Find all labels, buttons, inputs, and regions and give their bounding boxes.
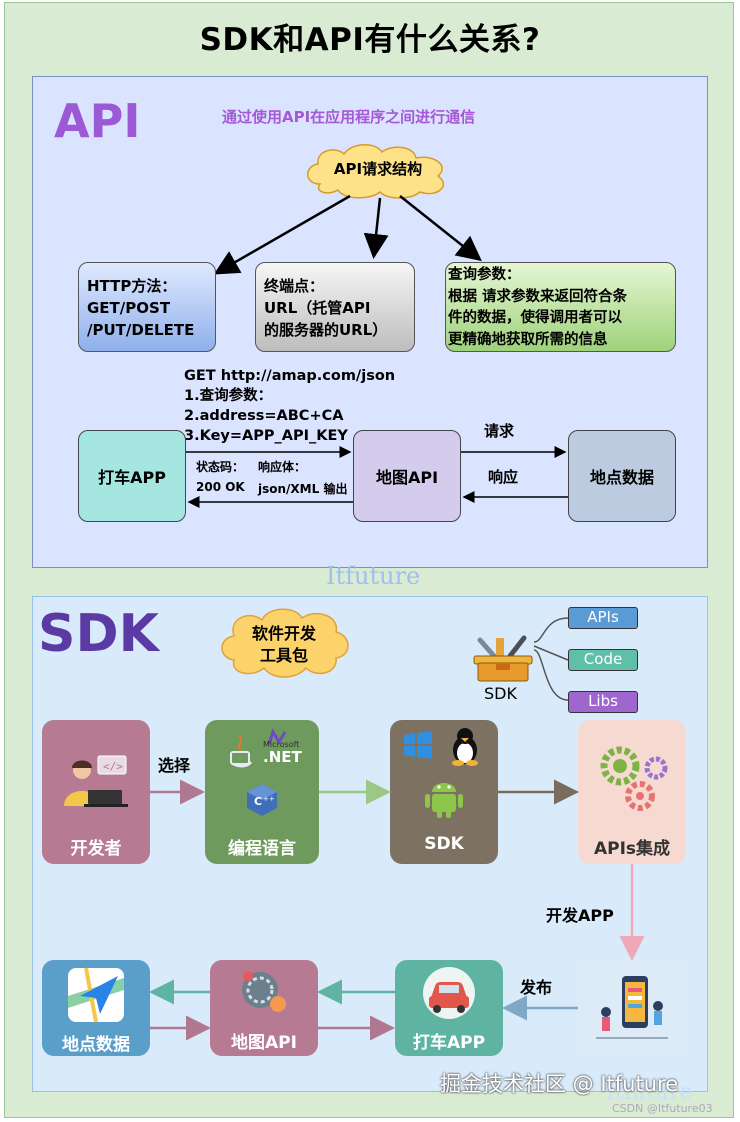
sdk-card-label: SDK bbox=[424, 834, 464, 854]
api-heading: API bbox=[54, 94, 141, 148]
map-navigation-icon bbox=[68, 967, 124, 1023]
apis-integration-card: APIs集成 bbox=[578, 720, 686, 864]
api-arrows bbox=[186, 194, 568, 508]
query-params-box: 查询参数： 根据 请求参数来返回符合条 件的数据，使得调用者可以 更精确地获取所… bbox=[445, 262, 676, 352]
get-line-2: 1.查询参数： bbox=[184, 388, 273, 404]
juejin-credit: 掘金技术社区 @ Itfuture bbox=[440, 1072, 679, 1096]
get-line-4: 3.Key=APP_API_KEY bbox=[184, 428, 348, 444]
http-method-box: HTTP方法： GET/POST /PUT/DELETE bbox=[78, 262, 216, 352]
svg-text:++: ++ bbox=[263, 795, 275, 803]
car-icon bbox=[423, 967, 475, 1019]
linux-icon bbox=[452, 728, 478, 766]
csdn-credit: CSDN @Itfuture03 bbox=[612, 1102, 713, 1115]
tag-libs: Libs bbox=[568, 691, 638, 713]
http-line-2: GET/POST bbox=[87, 299, 171, 317]
phone-development-icon bbox=[596, 976, 668, 1039]
sdk-cloud bbox=[221, 608, 349, 678]
language-card: Microsoft .NET C ++ 编程语言 bbox=[205, 720, 319, 864]
develop-app-label: 开发APP bbox=[546, 906, 614, 925]
developer-icon: </> bbox=[64, 755, 128, 807]
request-structure-cloud bbox=[307, 144, 445, 199]
cloud-line-1: 软件开发 bbox=[251, 624, 316, 643]
request-label: 请求 bbox=[484, 422, 515, 440]
publish-label: 发布 bbox=[520, 978, 553, 997]
map-api-card: 地图API bbox=[210, 960, 318, 1056]
tag-apis: APIs bbox=[568, 607, 638, 629]
body-value: json/XML 输出 bbox=[258, 482, 348, 496]
android-icon bbox=[425, 783, 463, 818]
response-label: 响应 bbox=[488, 468, 519, 486]
gear-cluster-icon bbox=[242, 971, 286, 1012]
gears-icon bbox=[600, 746, 668, 811]
response-body-label: 响应体： bbox=[258, 460, 307, 474]
phone-dev-card bbox=[578, 960, 686, 1056]
cpp-icon: C ++ bbox=[247, 784, 277, 816]
toolbox-icon bbox=[473, 635, 533, 682]
apis-integration-label: APIs集成 bbox=[593, 839, 671, 859]
dotnet-main-label: .NET bbox=[263, 748, 302, 766]
request-structure-label: API请求结构 bbox=[333, 160, 423, 178]
taxi-app-card-label: 打车APP bbox=[412, 1033, 486, 1053]
place-data-label: 地点数据 bbox=[62, 1035, 130, 1055]
developer-card: </> 开发者 bbox=[42, 720, 150, 864]
endpoint-line-1: 终端点： bbox=[264, 277, 325, 295]
tag-code: Code bbox=[568, 649, 638, 671]
endpoint-line-3: 的服务器的URL） bbox=[264, 321, 388, 339]
taxi-app-card: 打车APP bbox=[395, 960, 503, 1056]
query-line-3: 件的数据，使得调用者可以 bbox=[448, 310, 622, 326]
taxi-app-node: 打车APP bbox=[78, 430, 186, 522]
map-api-card-label: 地图API bbox=[231, 1033, 297, 1053]
status-code-label: 状态码： bbox=[196, 460, 245, 474]
svg-text:C: C bbox=[254, 795, 262, 808]
watermark: Itfuture bbox=[326, 562, 421, 590]
choose-label: 选择 bbox=[158, 756, 191, 775]
api-subtitle: 通过使用API在应用程序之间进行通信 bbox=[222, 108, 476, 126]
dotnet-top-label: Microsoft bbox=[263, 740, 300, 749]
page-title: SDK和API有什么关系? bbox=[199, 22, 541, 58]
get-request-text: GET http://amap.com/json 1.查询参数： 2.addre… bbox=[184, 366, 395, 446]
place-data-node: 地点数据 bbox=[568, 430, 676, 522]
toolbox-label: SDK bbox=[484, 684, 517, 703]
cloud-line-2: 工具包 bbox=[259, 646, 308, 665]
map-api-node: 地图API bbox=[353, 430, 461, 522]
watermark-footer: Itfuture bbox=[606, 1080, 693, 1105]
sdk-heading: SDK bbox=[38, 604, 159, 664]
query-line-4: 更精确地获取所需的信息 bbox=[448, 331, 608, 348]
svg-text:</>: </> bbox=[103, 760, 123, 773]
language-label: 编程语言 bbox=[228, 839, 296, 859]
windows-icon bbox=[404, 731, 432, 759]
query-line-1: 查询参数： bbox=[448, 267, 521, 283]
get-line-1: GET http://amap.com/json bbox=[184, 368, 396, 384]
endpoint-box: 终端点： URL（托管API 的服务器的URL） bbox=[255, 262, 415, 352]
java-icon bbox=[230, 735, 253, 768]
place-data-card: 地点数据 bbox=[42, 960, 150, 1056]
dotnet-logo-icon bbox=[267, 728, 287, 745]
endpoint-line-2: URL（托管API bbox=[264, 299, 371, 317]
http-line-1: HTTP方法： bbox=[87, 277, 177, 295]
query-line-2: 根据 请求参数来返回符合条 bbox=[448, 288, 628, 305]
developer-label: 开发者 bbox=[70, 839, 122, 859]
sdk-cloud-text: 软件开发 工具包 bbox=[218, 623, 350, 667]
status-value: 200 OK bbox=[196, 480, 245, 494]
toolbox-branches bbox=[533, 617, 569, 701]
get-line-3: 2.address=ABC+CA bbox=[184, 408, 344, 424]
sdk-card: SDK bbox=[390, 720, 498, 864]
http-line-3: /PUT/DELETE bbox=[87, 321, 195, 339]
